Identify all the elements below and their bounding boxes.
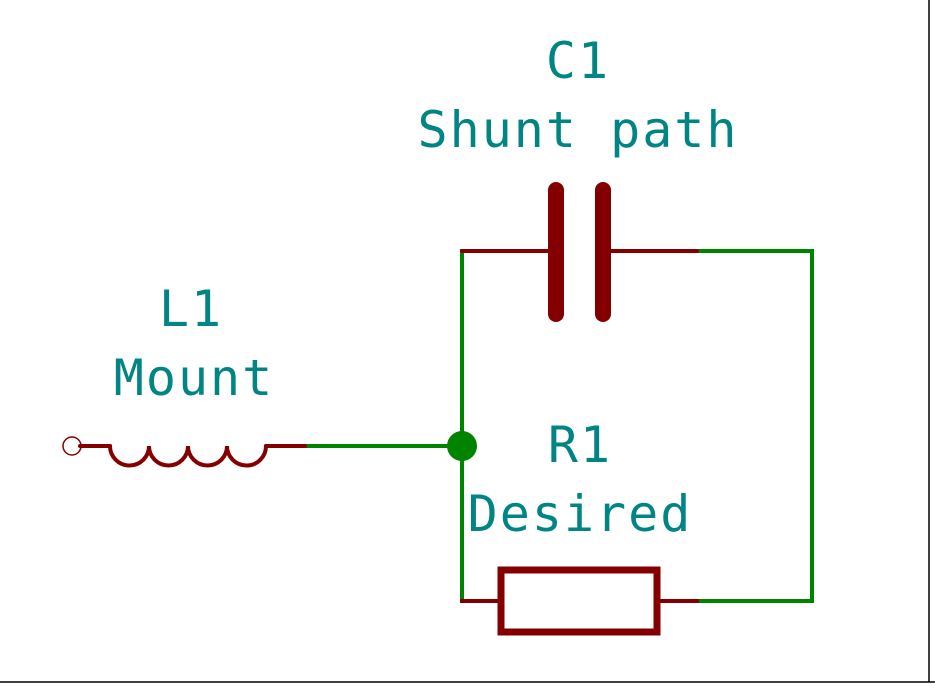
- capacitor-value-label: Shunt path: [417, 101, 738, 159]
- sheet-frame: [0, 0, 935, 683]
- junction-dot: [447, 431, 477, 461]
- capacitor-ref-label: C1: [546, 32, 610, 90]
- capacitor-c1: [460, 182, 699, 322]
- resistor-value-label: Desired: [468, 485, 693, 543]
- unconnected-pin-marker: [62, 436, 82, 456]
- inductor-ref-label: L1: [159, 280, 223, 338]
- inductor-coil: [108, 444, 268, 468]
- wires: [303, 249, 814, 603]
- resistor-ref-label: R1: [548, 416, 612, 474]
- inductor-value-label: Mount: [114, 349, 275, 407]
- resistor-r1: [460, 566, 699, 636]
- resistor-body: [497, 566, 661, 636]
- inductor-l1: [78, 444, 307, 468]
